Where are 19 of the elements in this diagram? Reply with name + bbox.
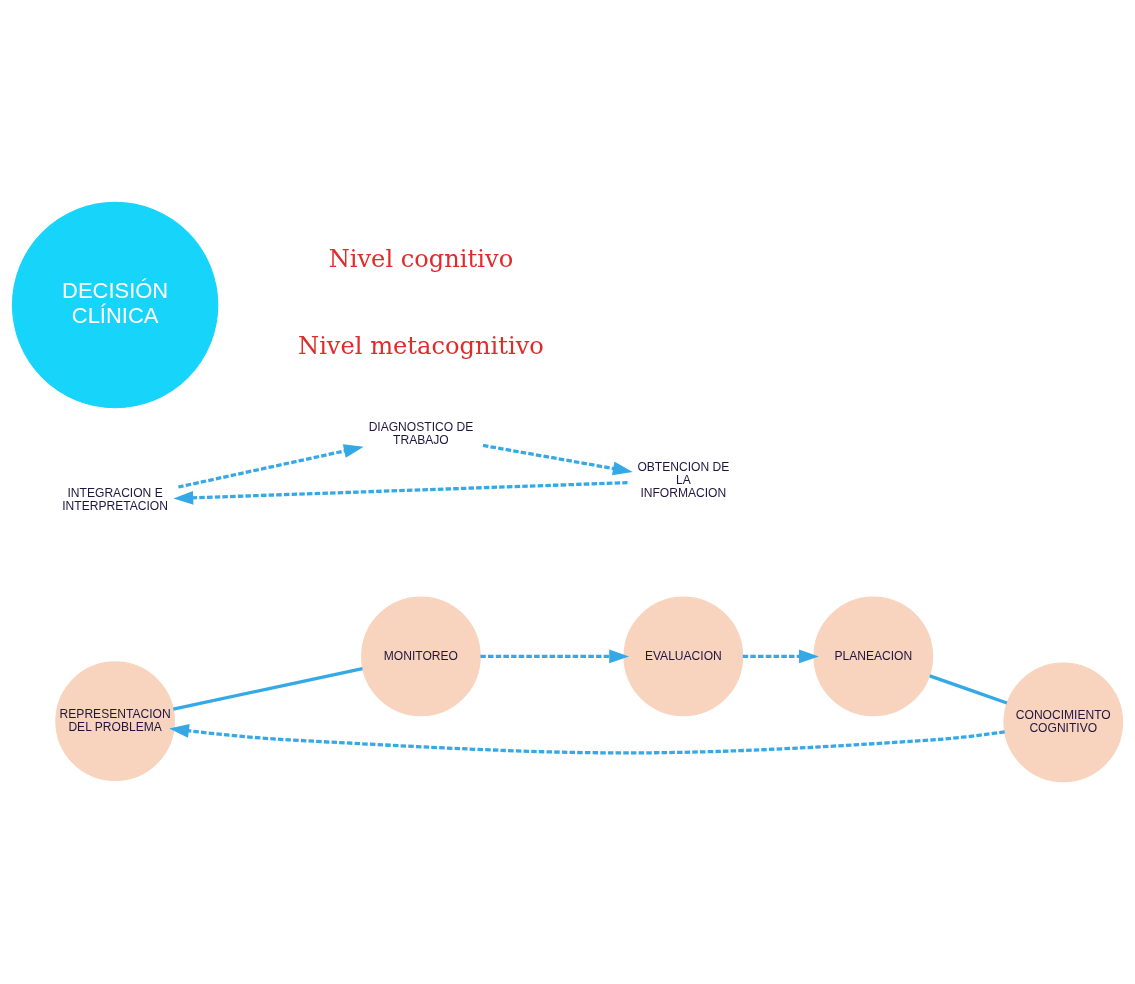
- node-circle: DECISIÓN CLÍNICA: [11, 201, 219, 409]
- node-circle: MONITOREO: [361, 596, 481, 717]
- node-circle: EVALUACION: [623, 596, 744, 717]
- node-text: OBTENCION DE LA INFORMACION: [637, 459, 730, 500]
- node-text: DIAGNOSTICO DE TRABAJO: [368, 420, 474, 448]
- arrow: [173, 481, 628, 505]
- label: Nivel cognitivo: [328, 245, 514, 274]
- connector: [172, 667, 363, 711]
- node-circle: REPRESENTACION DEL PROBLEMA: [55, 661, 175, 782]
- arrow: [482, 443, 633, 476]
- arrow: [169, 723, 1005, 755]
- arrow: [178, 444, 364, 489]
- node-circle: PLANEACION: [813, 596, 934, 717]
- connector: [929, 674, 1008, 705]
- arrow: [742, 649, 819, 664]
- label: Nivel metacognitivo: [298, 332, 544, 361]
- node-circle: CONOCIMIENTO COGNITIVO: [1003, 662, 1124, 783]
- arrow: [480, 649, 630, 664]
- node-text: INTEGRACION E INTERPRETACION: [62, 486, 168, 514]
